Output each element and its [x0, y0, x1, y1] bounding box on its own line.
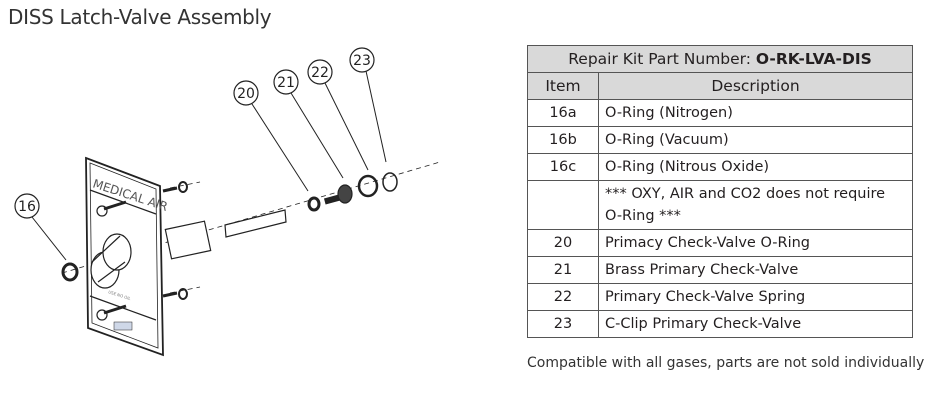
column-header-description: Description [598, 72, 913, 100]
svg-text:21: 21 [277, 75, 295, 91]
valve-body [90, 209, 287, 289]
callouts: 16 20 21 22 23 [14, 47, 375, 219]
svg-text:22: 22 [311, 65, 329, 81]
callout-23: 23 [349, 47, 375, 73]
parts-table: Repair Kit Part Number: O-RK-LVA-DIS Ite… [527, 45, 913, 338]
kit-number: O-RK-LVA-DIS [755, 50, 872, 68]
column-header-item: Item [527, 72, 599, 100]
callout-20: 20 [233, 80, 259, 106]
callout-leaders [31, 70, 387, 261]
svg-text:16: 16 [18, 199, 36, 215]
callout-21: 21 [273, 69, 299, 95]
callout-16: 16 [14, 193, 40, 219]
table-row: *** OXY, AIR and CO2 does not require O-… [527, 180, 913, 230]
exploded-diagram: MEDICAL AIR USE NO OIL 16 20 21 22 23 [14, 47, 441, 357]
compatibility-note: Compatible with all gases, parts are not… [527, 355, 925, 371]
page-title: DISS Latch-Valve Assembly [8, 5, 272, 29]
callout-22: 22 [307, 59, 333, 85]
small-parts [61, 172, 398, 300]
svg-text:20: 20 [237, 86, 255, 102]
kit-header: Repair Kit Part Number: O-RK-LVA-DIS [527, 45, 913, 73]
svg-text:23: 23 [353, 53, 371, 69]
